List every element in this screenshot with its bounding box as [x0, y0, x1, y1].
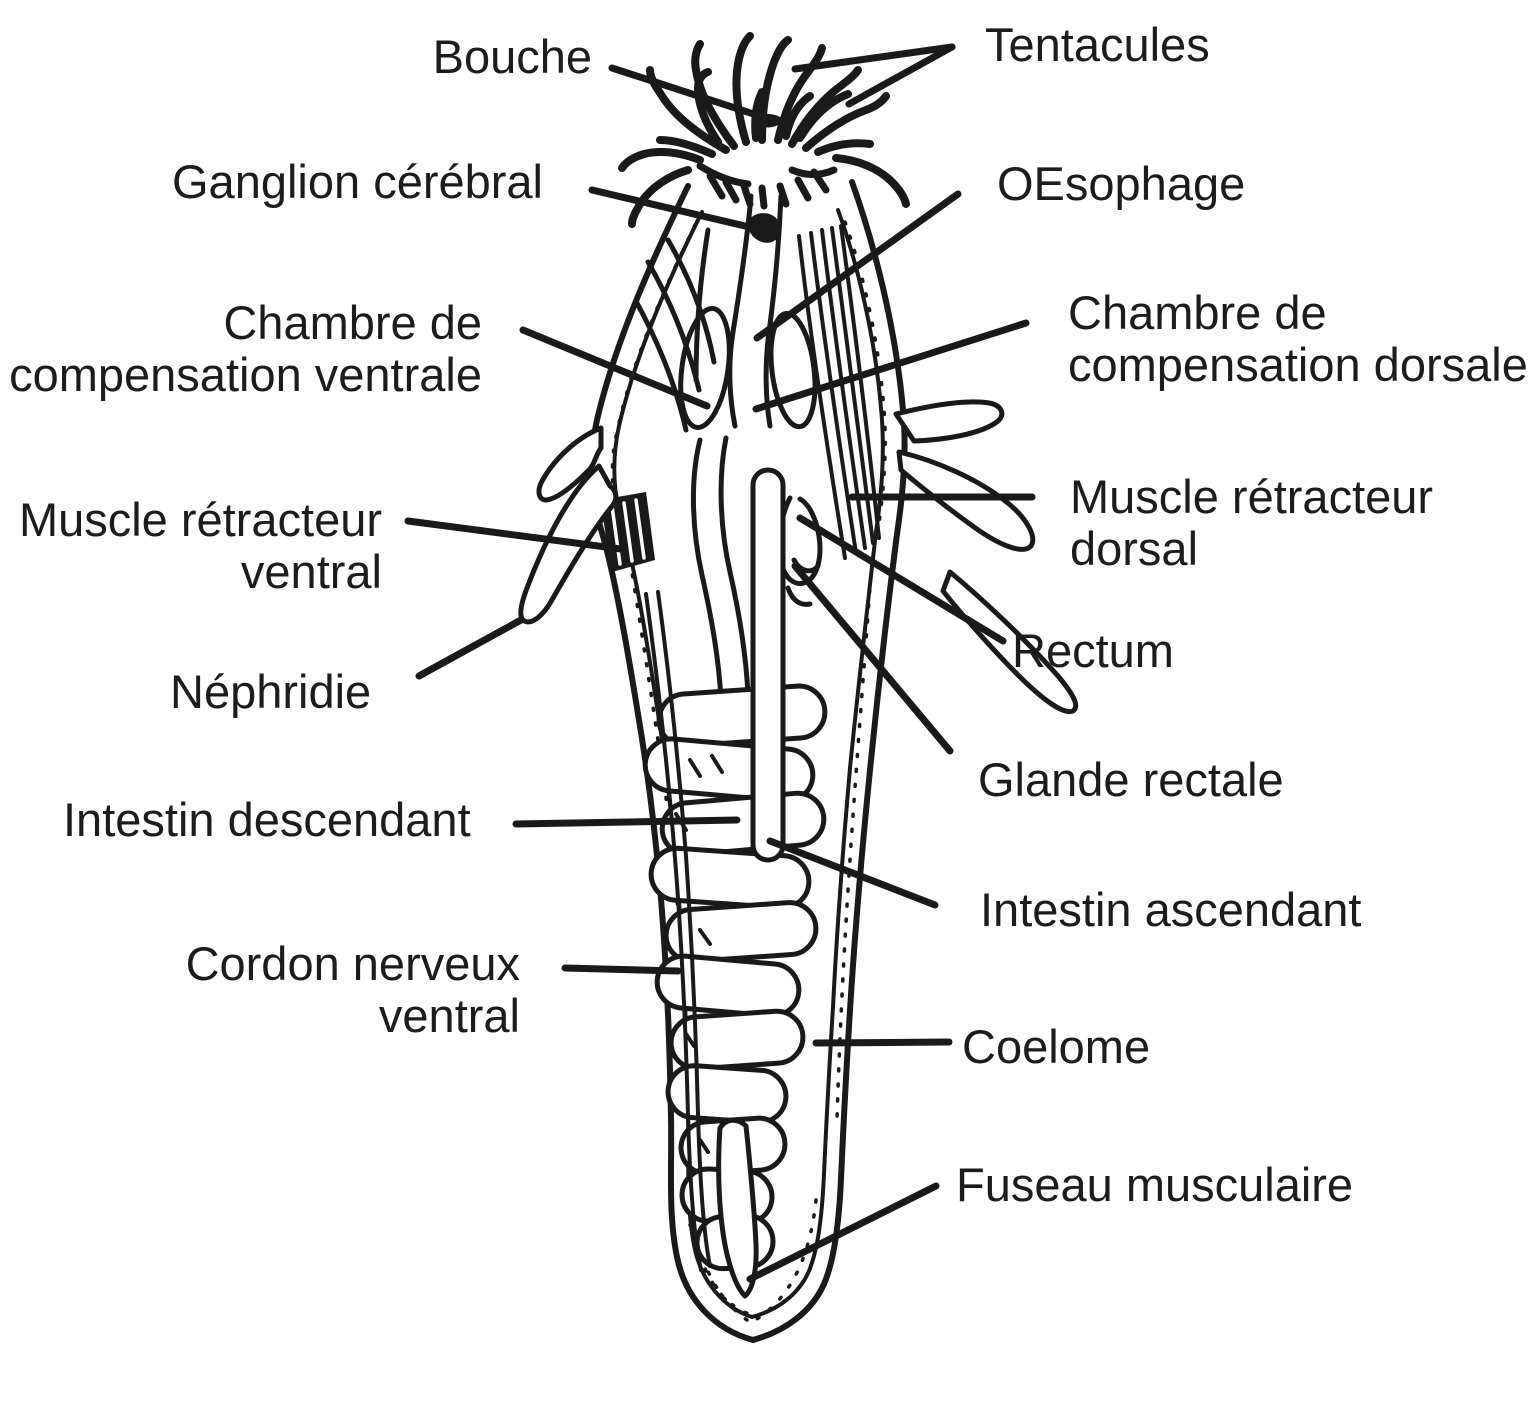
label-oesophage: OEsophage	[997, 157, 1246, 210]
label-muscle-retracteur-dorsal: Muscle rétracteur dorsal	[1070, 470, 1434, 575]
upper-interior-folds	[634, 227, 717, 433]
label-coelome: Coelome	[962, 1020, 1151, 1073]
leader-ganglion-cerebral	[588, 186, 766, 234]
crown-base-shading	[696, 114, 838, 210]
label-rectum: Rectum	[1012, 624, 1174, 677]
label-fuseau-musculaire: Fuseau musculaire	[956, 1158, 1354, 1211]
leader-oesophage	[753, 190, 962, 342]
label-intestin-ascendant: Intestin ascendant	[980, 883, 1362, 936]
leader-tentacules-upper	[791, 43, 956, 73]
label-tentacules: Tentacules	[985, 18, 1210, 71]
organism-illustration	[518, 32, 1079, 1343]
leader-rectum	[796, 514, 1007, 645]
leader-bouche	[608, 64, 770, 122]
leader-lines	[404, 43, 1036, 1283]
label-muscle-retracteur-ventral: Muscle rétracteur ventral	[18, 493, 382, 598]
leader-fuseau-musculaire	[746, 1182, 940, 1283]
leader-cordon-nerveux	[561, 964, 682, 975]
ascending-intestine	[750, 467, 786, 863]
right-appendages	[893, 399, 1079, 715]
label-bouche: Bouche	[432, 30, 592, 83]
leader-intestin-descendant	[512, 816, 741, 828]
intestinal-coil	[642, 683, 828, 1272]
leader-glande-rectale	[791, 562, 954, 755]
label-nephridie: Néphridie	[170, 665, 372, 718]
dorsal-retractor-muscles	[797, 224, 881, 560]
label-chambre-compensation-dorsale: Chambre de compensation dorsale	[1068, 286, 1528, 391]
leader-muscle-ventral	[404, 517, 625, 553]
label-cordon-nerveux-ventral: Cordon nerveux ventral	[185, 937, 520, 1042]
leader-coelome	[812, 1038, 953, 1047]
ventral-retractor-muscle	[600, 492, 655, 572]
descending-intestine	[690, 435, 751, 703]
label-glande-rectale: Glande rectale	[978, 753, 1284, 806]
label-chambre-compensation-ventrale: Chambre de compensation ventrale	[9, 296, 482, 401]
leader-chambre-ventrale	[519, 326, 711, 410]
leader-chambre-dorsale	[752, 319, 1030, 413]
leader-intestin-ascendant	[766, 837, 939, 909]
label-intestin-descendant: Intestin descendant	[63, 793, 471, 846]
leader-nephridie	[415, 616, 525, 680]
ventral-nerve-cord	[644, 590, 712, 1272]
label-ganglion-cerebral: Ganglion cérébral	[172, 155, 543, 208]
leader-tentacules-lower	[845, 43, 956, 108]
